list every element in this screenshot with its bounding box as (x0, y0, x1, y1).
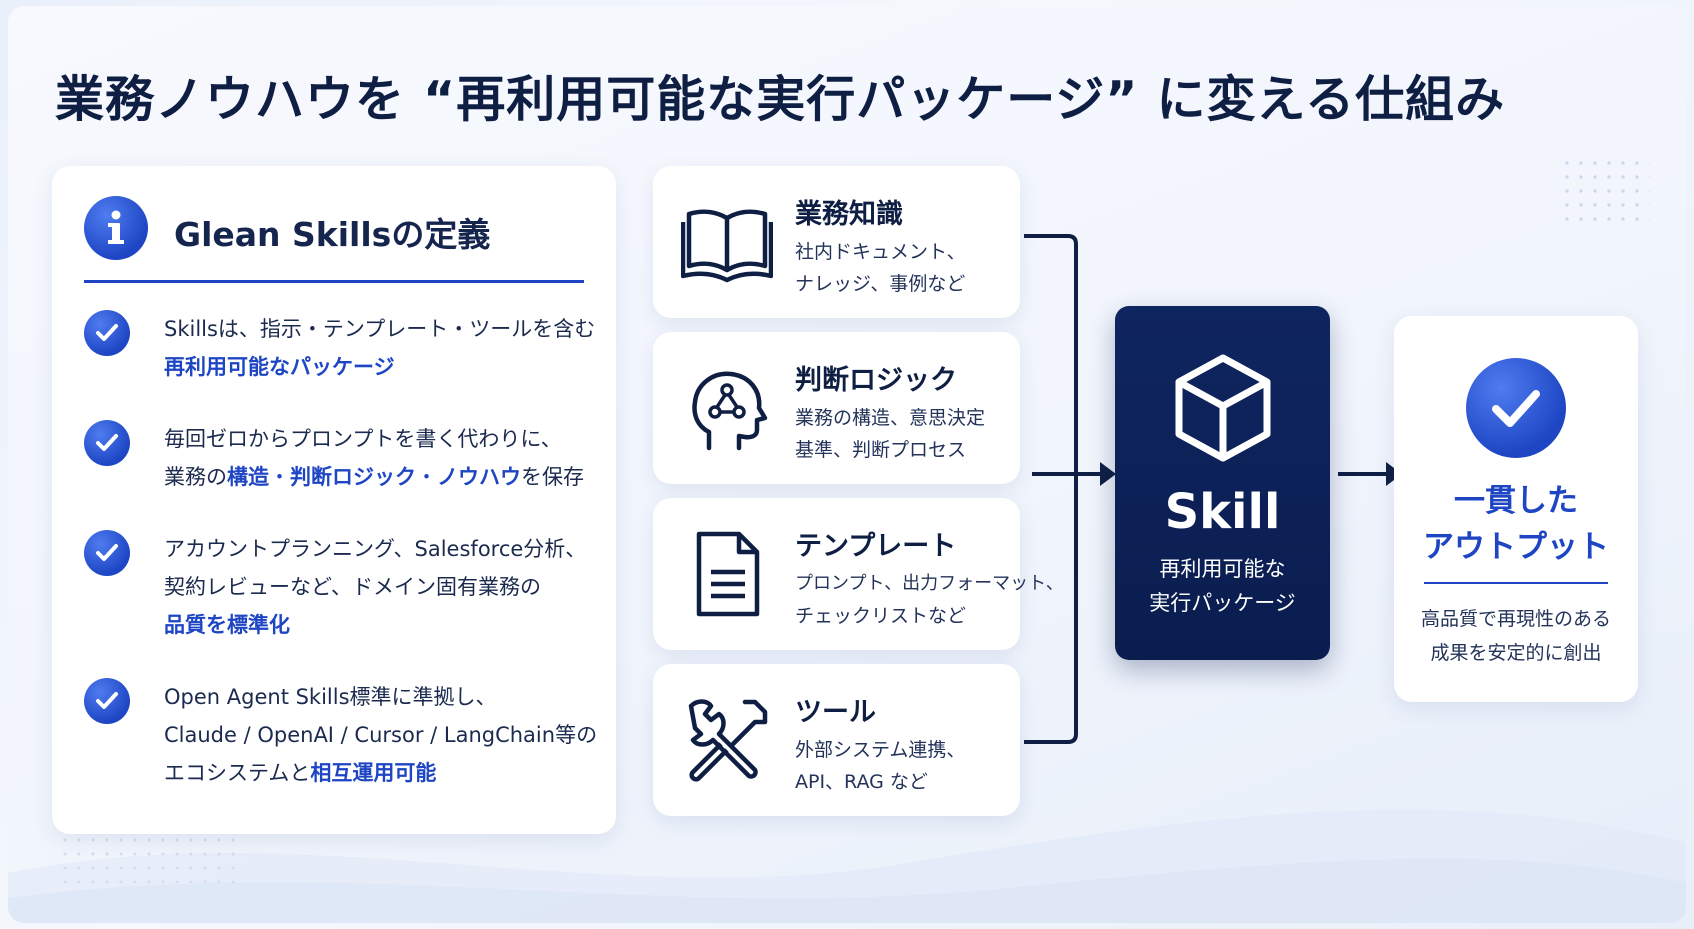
input-desc: チェックリストなど (795, 605, 967, 627)
definition-text: Skillsは、指示・テンプレート・ツールを含む (164, 317, 596, 341)
input-title: テンプレート (795, 531, 957, 562)
output-title: アウトプット (1423, 529, 1609, 565)
definition-text: アカウントプランニング、Salesforce分析、 (164, 537, 587, 561)
definition-highlight: 構造 (227, 465, 269, 489)
input-title: ツール (795, 697, 876, 728)
definition-text: Claude / OpenAI / Cursor / LangChain等の (164, 723, 598, 747)
check-icon (84, 678, 130, 724)
check-icon (84, 420, 130, 466)
check-icon (84, 530, 130, 576)
input-title: 業務知識 (795, 199, 903, 230)
output-title: 一貫した (1454, 483, 1578, 519)
book-icon (681, 209, 773, 283)
definition-text: 毎回ゼロからプロンプトを書く代わりに、 (164, 427, 562, 451)
skill-subtitle: 実行パッケージ (1149, 591, 1296, 615)
input-card-knowledge: 業務知識 社内ドキュメント、 ナレッジ、事例など (653, 166, 1020, 318)
definition-text: エコシステムと (164, 761, 311, 785)
skill-card: Skill 再利用可能な 実行パッケージ (1115, 306, 1330, 660)
skill-subtitle: 再利用可能な (1159, 557, 1286, 581)
skill-title: Skill (1164, 484, 1281, 540)
output-desc: 成果を安定的に創出 (1430, 642, 1602, 664)
definition-text: を保存 (521, 465, 584, 489)
heading-divider (84, 280, 584, 283)
definition-highlight: ノウハウ (437, 465, 521, 489)
input-desc: ナレッジ、事例など (795, 273, 966, 295)
decorative-dots (58, 833, 238, 883)
background-wave (8, 809, 1686, 923)
input-card-template: テンプレート プロンプト、出力フォーマット、 チェックリストなど (653, 498, 1064, 650)
input-desc: 業務の構造、意思決定 (795, 407, 986, 429)
definition-heading: Glean Skillsの定義 (174, 215, 491, 254)
input-card-logic: 判断ロジック 業務の構造、意思決定 基準、判断プロセス (653, 332, 1020, 484)
definition-text: Open Agent Skills標準に準拠し、 (164, 685, 497, 709)
input-card-tools: ツール 外部システム連携、 API、RAG など (653, 664, 1020, 816)
output-divider (1424, 582, 1608, 584)
separator: ・ (269, 465, 290, 489)
separator: ・ (416, 465, 437, 489)
definition-text: 業務の (164, 465, 227, 489)
tools-icon (688, 699, 768, 782)
definition-highlight: 判断ロジック (290, 465, 416, 489)
definition-highlight: 再利用可能なパッケージ (164, 355, 395, 379)
input-desc: 社内ドキュメント、 (795, 241, 966, 263)
output-desc: 高品質で再現性のある (1420, 608, 1611, 630)
input-desc: API、RAG など (795, 771, 928, 793)
input-desc: 外部システム連携、 (795, 739, 966, 761)
check-circle-icon (1466, 358, 1566, 458)
output-card: 一貫した アウトプット 高品質で再現性のある 成果を安定的に創出 (1394, 316, 1638, 702)
cube-icon (1175, 354, 1271, 462)
info-icon (84, 196, 148, 260)
input-desc: プロンプト、出力フォーマット、 (795, 573, 1064, 594)
definition-highlight: 品質を標準化 (164, 613, 290, 637)
input-title: 判断ロジック (795, 365, 957, 396)
definition-card: Glean Skillsの定義 Skillsは、指示・テンプレート・ツールを含む… (52, 166, 616, 834)
flow-connector (1024, 234, 1402, 744)
definition-text: 契約レビューなど、ドメイン固有業務の (164, 575, 541, 599)
definition-highlight: 相互運用可能 (310, 761, 437, 785)
input-desc: 基準、判断プロセス (795, 439, 967, 461)
page-title: 業務ノウハウを “再利用可能な実行パッケージ” に変える仕組み (55, 71, 1506, 128)
head-logic-icon (692, 371, 768, 451)
check-icon (84, 310, 130, 356)
document-icon (696, 531, 760, 617)
decorative-dots (1560, 156, 1650, 226)
